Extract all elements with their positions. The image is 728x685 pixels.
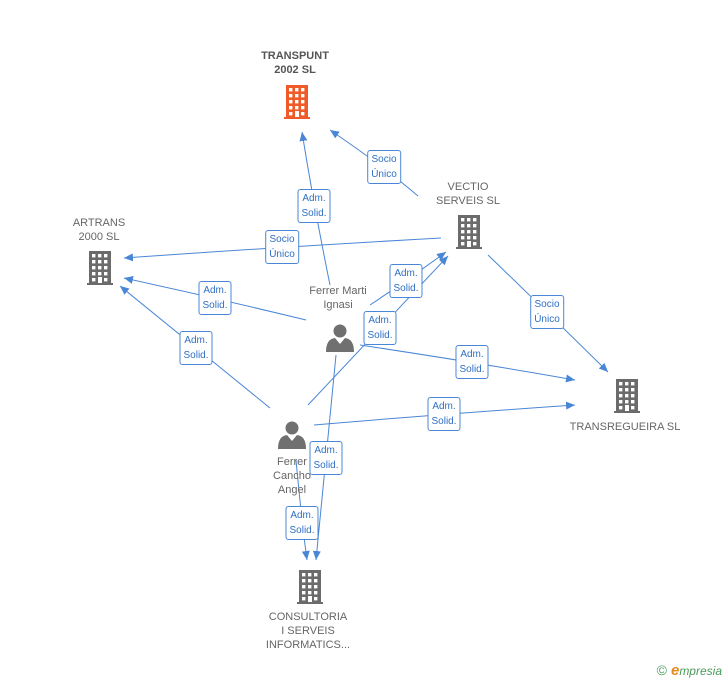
edge-label-line: Solid. [313,460,339,471]
building-icon[interactable] [614,379,640,413]
building-icon[interactable] [87,251,113,285]
edge-label-line: Solid. [183,350,209,361]
edge-label-line: Adm. [394,268,418,279]
edge-label-line: Adm. [184,335,208,346]
edge-label-ferrer_cancho-vectio[interactable]: Adm. Solid. [363,311,397,345]
edge-label-line: Adm. [314,445,338,456]
building-icon[interactable] [297,570,323,604]
person-icon[interactable] [326,324,354,353]
edge-label-line: Solid. [431,416,457,427]
edge-label-line: Solid. [393,283,419,294]
node-label-consultoria[interactable]: CONSULTORIA I SERVEIS INFORMATICS... [266,610,350,652]
edge-label-line: Adm. [290,510,314,521]
node-label-artrans[interactable]: ARTRANS 2000 SL [73,216,125,244]
brand-initial: e [670,662,680,679]
building-icon[interactable] [284,85,310,119]
node-label-line: CONSULTORIA [268,611,348,623]
node-label-line: Cancho [273,470,311,482]
node-label-line: Ferrer Marti [309,285,367,297]
node-label-line: 2002 SL [274,64,316,76]
brand-logo[interactable]: empresia [670,662,722,679]
person-icon[interactable] [278,421,306,450]
node-label-line: I SERVEIS [281,625,335,637]
edge-label-line: Adm. [368,315,392,326]
node-label-line: TRANSREGUEIRA SL [569,421,681,433]
edge-label-ferrer_marti-vectio[interactable]: Adm. Solid. [389,264,423,298]
node-label-vectio[interactable]: VECTIO SERVEIS SL [436,180,500,208]
node-label-line: 2000 SL [78,231,120,243]
node-label-line: INFORMATICS... [265,639,351,651]
brand-name: mpresia [679,664,722,678]
edge-label-ferrer_marti-consultoria[interactable]: Adm. Solid. [309,441,343,475]
edge-label-line: Socio [534,299,560,310]
edge-label-line: Solid. [202,300,228,311]
edge-label-line: Solid. [367,330,393,341]
edge-label-ferrer_marti-transpunt[interactable]: Adm. Solid. [297,189,331,223]
edge-label-line: Socio [371,154,397,165]
node-label-line: TRANSPUNT [261,50,329,62]
edge-label-ferrer_cancho-consultoria[interactable]: Adm. Solid. [285,506,319,540]
footer-brand: ©empresia [657,662,722,679]
node-label-line: Ferrer [277,456,307,468]
edge-label-line: Adm. [302,193,326,204]
node-label-line: Ignasi [323,299,353,311]
node-label-line: Angel [277,484,307,496]
copyright-symbol: © [656,662,667,678]
node-label-line: ARTRANS [72,217,126,229]
node-label-line: VECTIO [447,181,489,193]
edge-label-line: Socio [269,234,295,245]
edge-label-line: Solid. [289,525,315,536]
edge-label-ferrer_cancho-transregueira[interactable]: Adm. Solid. [427,397,461,431]
edge-label-line: Único [534,314,560,325]
nodes-layer [87,85,640,604]
edge-label-ferrer_marti-artrans[interactable]: Adm. Solid. [198,281,232,315]
edge-label-line: Adm. [460,349,484,360]
edge-label-line: Solid. [459,364,485,375]
edge-label-ferrer_cancho-artrans[interactable]: Adm. Solid. [179,331,213,365]
edge-label-line: Único [371,169,397,180]
edge-label-line: Adm. [203,285,227,296]
building-icon[interactable] [456,215,482,249]
edge-label-line: Solid. [301,208,327,219]
edge-label-line: Adm. [432,401,456,412]
node-label-transpunt[interactable]: TRANSPUNT 2002 SL [261,49,329,77]
edge-label-ferrer_marti-transregueira[interactable]: Adm. Solid. [455,345,489,379]
node-label-transregueira[interactable]: TRANSREGUEIRA SL [570,420,681,434]
node-label-line: SERVEIS SL [436,195,500,207]
edge-label-line: Único [269,249,295,260]
